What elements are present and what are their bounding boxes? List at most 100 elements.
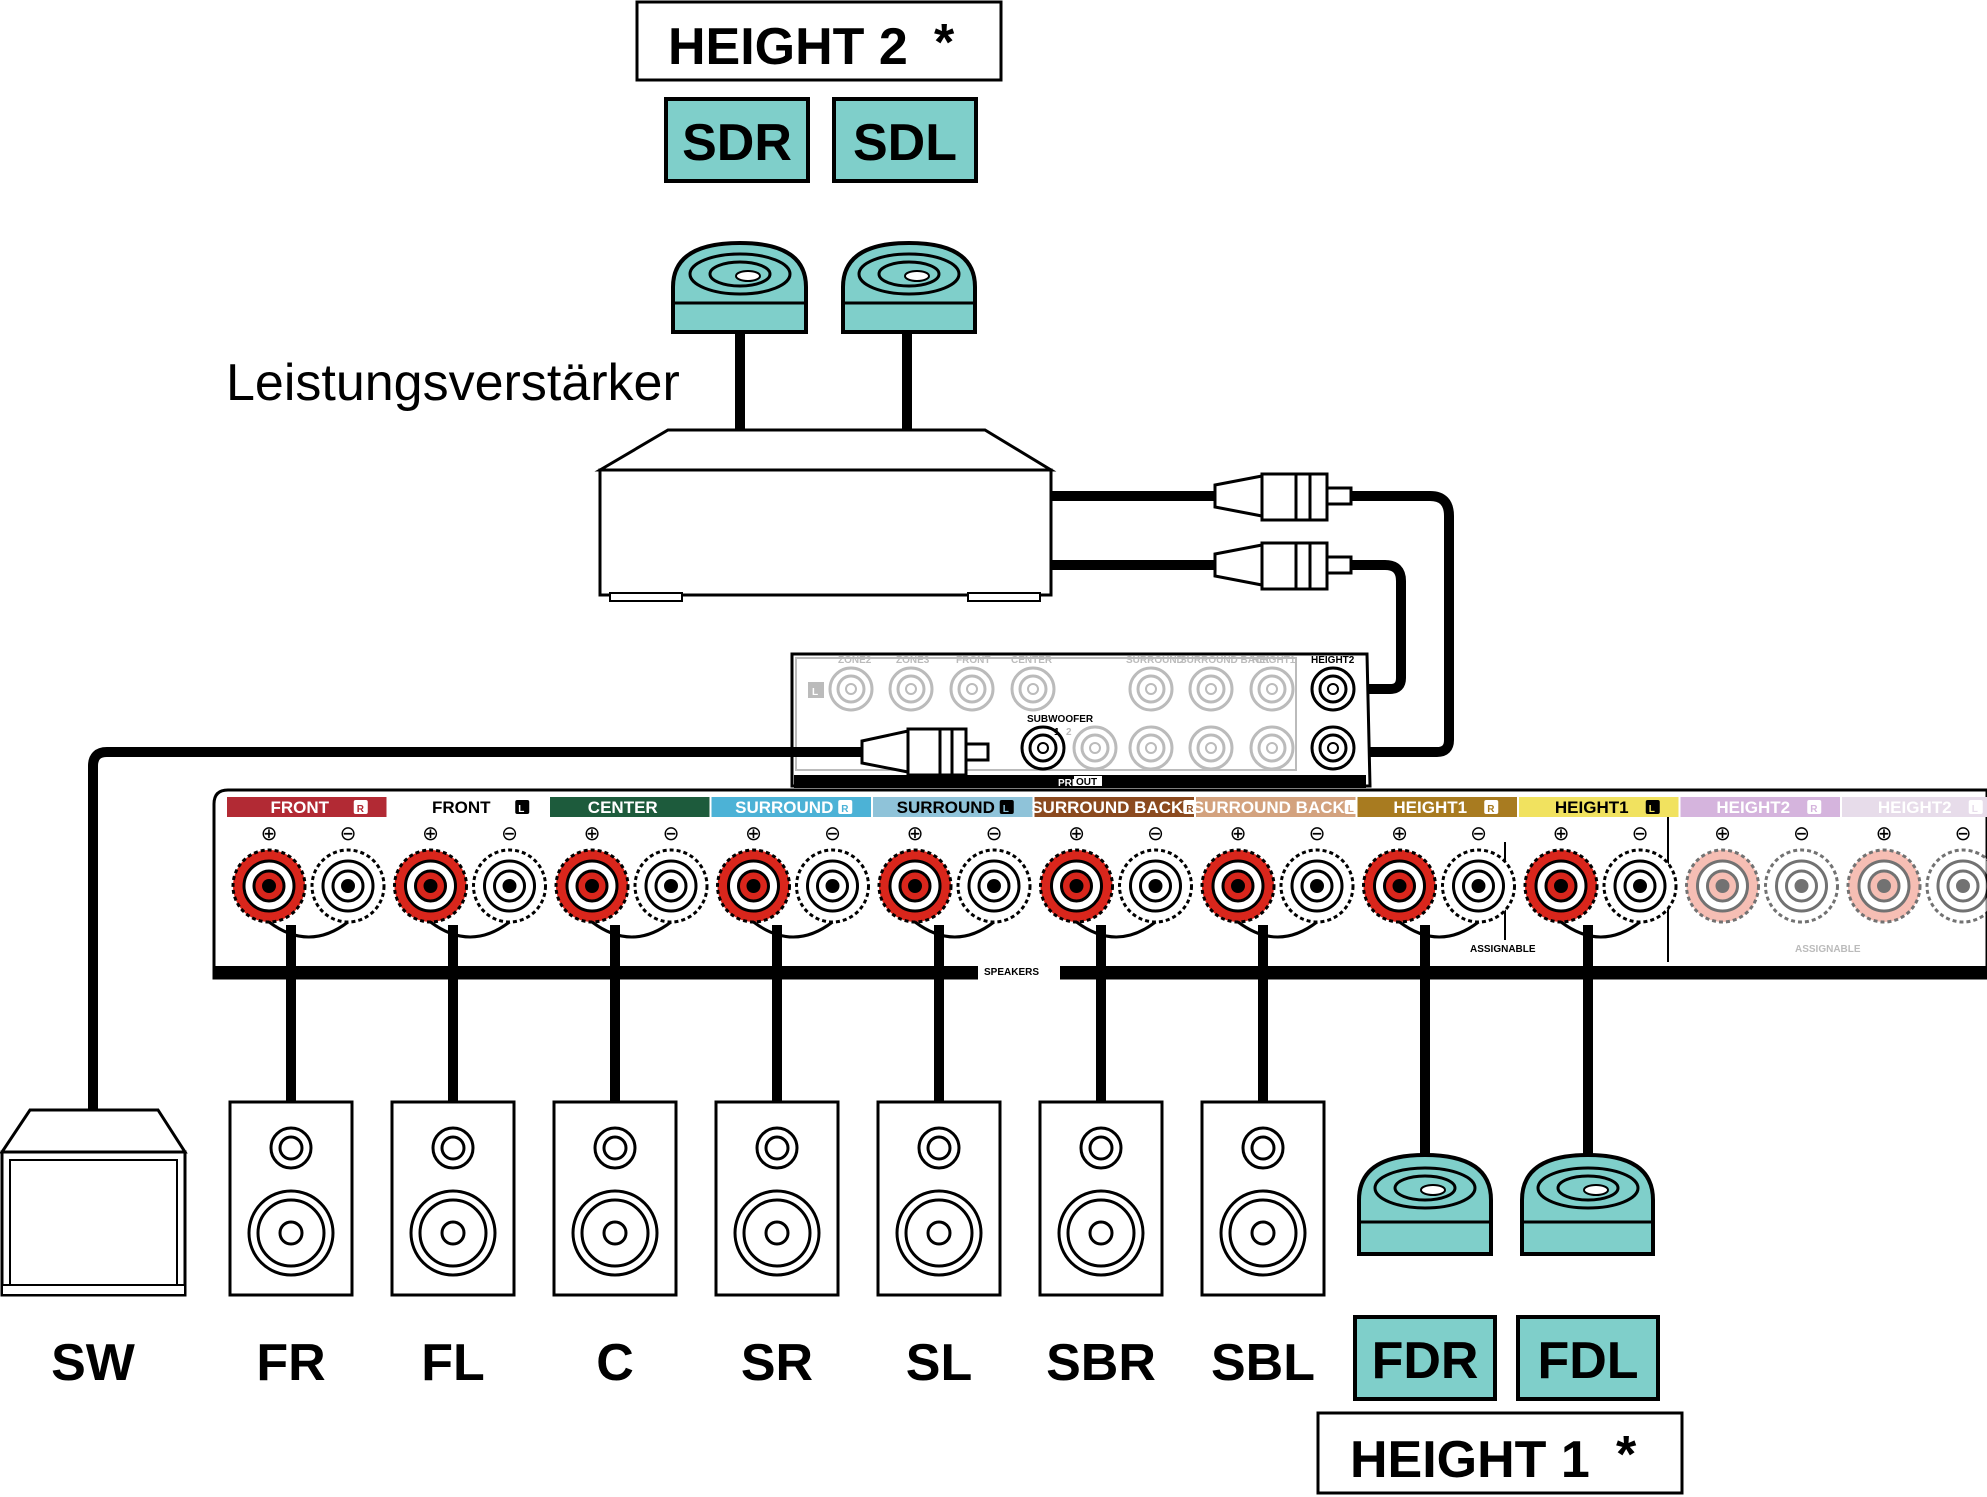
preout-jack[interactable] — [1249, 725, 1295, 771]
terminal-channel-label: HEIGHT2 — [1716, 798, 1790, 817]
height1-box: HEIGHT 1 * — [1316, 1411, 1684, 1495]
preout-jack[interactable] — [1310, 666, 1356, 712]
terminal-side-label: R — [357, 804, 365, 815]
positive-terminal[interactable] — [554, 848, 630, 924]
svg-text:⊖: ⊖ — [1793, 821, 1810, 845]
negative-terminal[interactable] — [956, 848, 1032, 924]
svg-text:⊕: ⊕ — [907, 821, 924, 845]
tag-sdr: SDR — [682, 114, 792, 172]
svg-text:⊖: ⊖ — [1309, 821, 1326, 845]
rca-cable-2 — [1051, 541, 1406, 694]
fdr-speaker-icon — [1357, 1152, 1493, 1256]
positive-terminal[interactable] — [1362, 848, 1437, 924]
label-sbr: SBR — [1046, 1334, 1156, 1392]
terminal-channel-label: CENTER — [588, 798, 658, 817]
preout-jack[interactable] — [888, 666, 934, 712]
positive-terminal[interactable] — [1039, 848, 1114, 924]
terminal-side-label: R — [1810, 804, 1818, 815]
positive-terminal[interactable] — [716, 848, 791, 924]
terminal-channel-label: HEIGHT1 — [1555, 798, 1629, 817]
terminal-side-label: R — [841, 804, 849, 815]
terminal-side-label: L — [518, 804, 524, 815]
preout-sub-number-1: 1 — [1054, 727, 1060, 738]
preout-jack[interactable] — [1128, 666, 1174, 712]
tag-fdr: FDR — [1372, 1332, 1479, 1390]
preout-panel: PRE OUT L ZONE2 ZONE3 FRONT CENTER SURRO… — [790, 652, 1372, 789]
preout-jack[interactable] — [949, 666, 995, 712]
terminal-side-label: L — [1348, 804, 1354, 815]
fdl-speaker-icon — [1520, 1152, 1655, 1256]
assignable-label-1: ASSIGNABLE — [1470, 944, 1536, 955]
preout-jack[interactable] — [1310, 725, 1356, 771]
positive-terminal[interactable] — [1200, 848, 1276, 924]
tag-sdl: SDL — [853, 114, 957, 172]
height1-label: HEIGHT 1 — [1350, 1431, 1590, 1489]
terminal-side-label: L — [1972, 804, 1978, 815]
sl-speaker-icon — [876, 1100, 1002, 1297]
svg-text:⊕: ⊕ — [261, 821, 278, 845]
negative-terminal[interactable] — [1925, 848, 1987, 924]
negative-terminal[interactable] — [472, 848, 547, 924]
positive-terminal[interactable] — [1523, 848, 1599, 924]
terminal-channel-label: HEIGHT1 — [1393, 798, 1467, 817]
preout-jack[interactable] — [828, 666, 874, 712]
speaker-wires — [286, 925, 1593, 1155]
negative-terminal[interactable] — [1602, 848, 1678, 924]
sr-speaker-icon — [714, 1100, 840, 1297]
terminal-channel-label: FRONT — [432, 798, 491, 817]
negative-terminal[interactable] — [1441, 848, 1516, 924]
svg-text:⊖: ⊖ — [340, 821, 357, 845]
negative-terminal[interactable] — [1279, 848, 1355, 924]
speakers-label: SPEAKERS — [984, 967, 1039, 978]
tag-fdl: FDL — [1537, 1332, 1638, 1390]
negative-terminal[interactable] — [1118, 848, 1193, 924]
preout-label-height2: HEIGHT2 — [1311, 655, 1355, 666]
svg-text:⊕: ⊕ — [1876, 821, 1893, 845]
preout-label-zone2: ZONE2 — [838, 655, 872, 666]
positive-terminal[interactable] — [393, 848, 468, 924]
svg-text:⊕: ⊕ — [584, 821, 601, 845]
svg-text:⊖: ⊖ — [824, 821, 841, 845]
subwoofer-jack[interactable] — [1072, 725, 1118, 771]
positive-terminal[interactable] — [877, 848, 953, 924]
preout-jack[interactable] — [1249, 666, 1295, 712]
label-sbl: SBL — [1211, 1334, 1315, 1392]
svg-text:⊕: ⊕ — [1068, 821, 1085, 845]
preout-jack[interactable] — [1128, 725, 1174, 771]
subwoofer-jack[interactable] — [1020, 725, 1066, 771]
svg-text:⊖: ⊖ — [1147, 821, 1164, 845]
svg-text:⊕: ⊕ — [1714, 821, 1731, 845]
svg-text:⊕: ⊕ — [1391, 821, 1408, 845]
fl-speaker-icon — [390, 1100, 516, 1297]
positive-terminal[interactable] — [1685, 848, 1760, 924]
height1-asterisk: * — [1616, 1426, 1637, 1484]
svg-text:⊕: ⊕ — [1553, 821, 1570, 845]
terminal-side-label: L — [1649, 804, 1655, 815]
c-speaker-icon — [552, 1100, 678, 1297]
preout-pre-label: PRE — [1058, 778, 1079, 789]
svg-text:⊕: ⊕ — [1230, 821, 1247, 845]
amplifier-label: Leistungsverstärker — [226, 354, 680, 412]
negative-terminal[interactable] — [1764, 848, 1839, 924]
svg-text:⊖: ⊖ — [663, 821, 680, 845]
subwoofer-cable — [88, 727, 990, 1110]
terminal-side-label: R — [1487, 804, 1495, 815]
fr-speaker-icon — [228, 1100, 354, 1297]
negative-terminal[interactable] — [633, 848, 709, 924]
terminal-channel-label: HEIGHT2 — [1878, 798, 1952, 817]
label-sw: SW — [51, 1334, 136, 1392]
label-fl: FL — [421, 1334, 485, 1392]
label-fr: FR — [256, 1334, 325, 1392]
positive-terminal[interactable] — [231, 848, 307, 924]
positive-terminal[interactable] — [1846, 848, 1922, 924]
negative-terminal[interactable] — [795, 848, 870, 924]
preout-jack[interactable] — [1188, 666, 1234, 712]
negative-terminal[interactable] — [310, 848, 386, 924]
preout-jack[interactable] — [1010, 666, 1056, 712]
preout-label-zone3: ZONE3 — [896, 655, 930, 666]
terminal-side-label: R — [1186, 804, 1194, 815]
preout-jack[interactable] — [1188, 725, 1234, 771]
svg-text:⊖: ⊖ — [1470, 821, 1487, 845]
